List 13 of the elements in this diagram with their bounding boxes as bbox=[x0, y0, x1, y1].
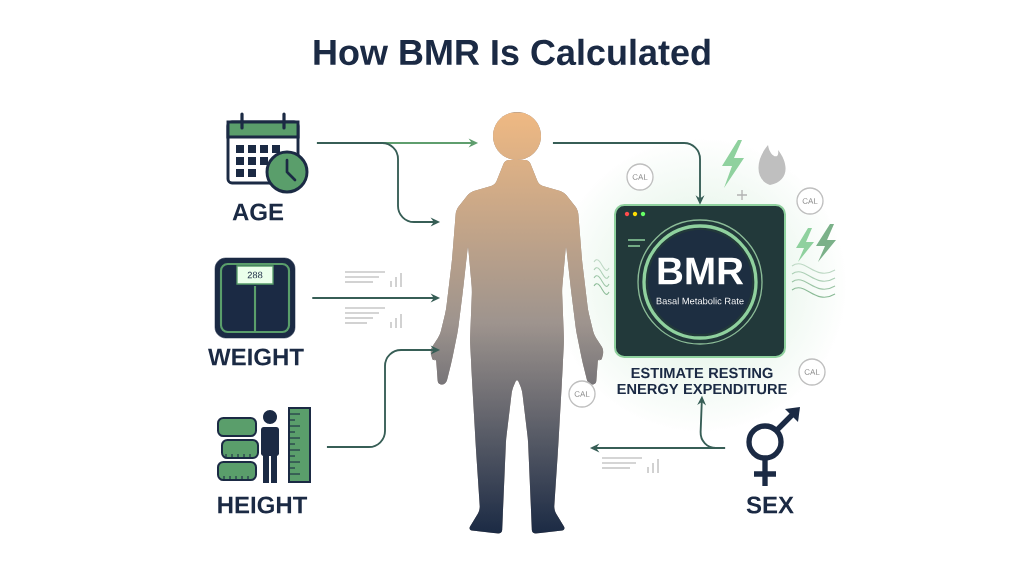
input-label: AGE bbox=[232, 203, 284, 221]
bmr-screen: BMR Basal Metabolic Rate bbox=[614, 204, 786, 358]
calorie-badge: CAL bbox=[568, 380, 596, 408]
calorie-badge: CAL bbox=[798, 358, 826, 386]
input-label: SEX bbox=[746, 496, 794, 514]
title: How BMR Is Calculated bbox=[314, 38, 710, 66]
input-label: HEIGHT bbox=[218, 496, 308, 514]
calorie-badge: CAL bbox=[626, 163, 654, 191]
person-silhouette bbox=[430, 112, 604, 534]
caption-text: ESTIMATE RESTING ENERGY EXPENDITURE bbox=[617, 367, 787, 395]
input-label: WEIGHT bbox=[208, 348, 304, 366]
display-reading: 288 bbox=[247, 271, 263, 279]
calorie-badge: CAL bbox=[796, 187, 824, 215]
